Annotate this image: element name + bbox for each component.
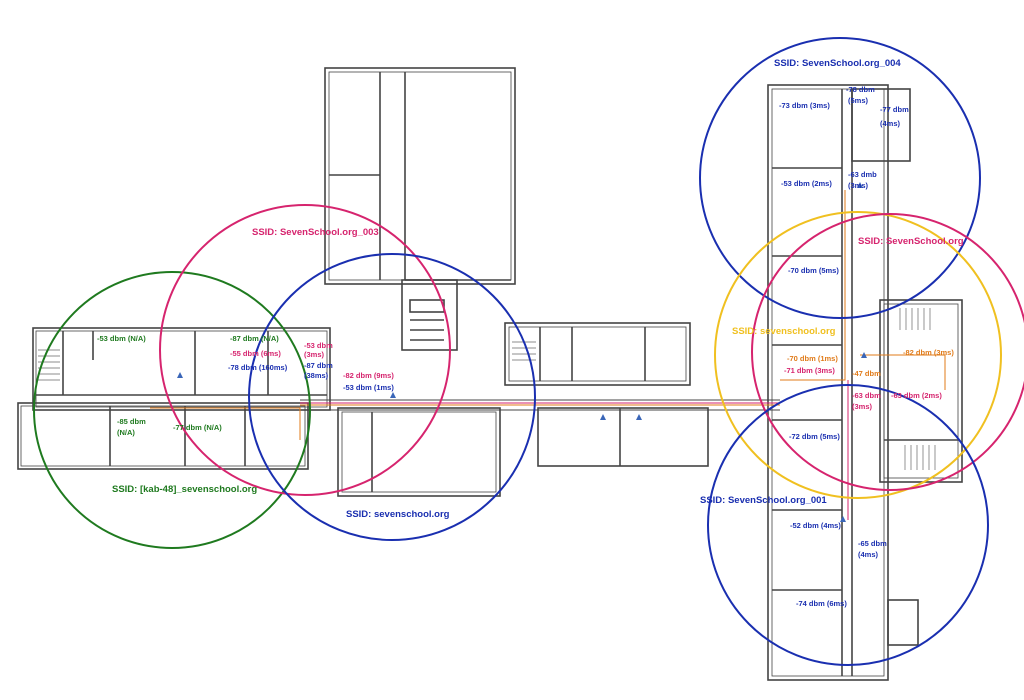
signal-reading: (3ms) <box>304 350 325 359</box>
signal-reading: -87 dbm <box>304 361 333 370</box>
right-wing-east-block <box>879 299 963 483</box>
signal-reading: -71 dbm (3ms) <box>784 366 835 375</box>
central-stair <box>401 279 458 351</box>
signal-reading: -82 dbm (3ms) <box>903 348 954 357</box>
signal-readings: -53 dbm (N/A) -87 dbm (N/A) -55 dbm (6ms… <box>97 85 954 608</box>
signal-reading: -47 dbm <box>852 369 881 378</box>
signal-reading: -53 dbm (N/A) <box>97 334 146 343</box>
signal-reading: -53 dbm (1ms) <box>343 383 394 392</box>
ssid-labels: SSID: [kab-48]_sevenschool.org SSID: Sev… <box>112 58 964 520</box>
signal-reading: -52 dbm (4ms) <box>790 521 841 530</box>
signal-reading: -78 dbm (160ms) <box>228 363 288 372</box>
signal-reading: (5ms) <box>848 96 869 105</box>
access-point-icon <box>600 414 606 420</box>
signal-reading: (4ms) <box>858 550 879 559</box>
signal-reading: -74 dbm (6ms) <box>796 599 847 608</box>
signal-reading: -53 dbm <box>304 341 333 350</box>
signal-reading: -85 dbm <box>117 417 146 426</box>
signal-reading: -72 dbm (5ms) <box>789 432 840 441</box>
right-center-lower <box>537 407 709 467</box>
ssid-label: SSID: SevenSchool.org_001 <box>700 495 827 506</box>
coverage-circle-so004 <box>699 37 981 319</box>
coverage-circle-kab48 <box>33 271 311 549</box>
access-point-icon <box>636 414 642 420</box>
signal-reading: (3ms) <box>848 181 869 190</box>
central-lower-block <box>337 407 501 497</box>
signal-reading: -77 dbm <box>880 105 909 114</box>
signal-reading: -82 dbm (9ms) <box>343 371 394 380</box>
signal-reading: -63 dbm <box>852 391 881 400</box>
signal-reading: -87 dbm (N/A) <box>230 334 279 343</box>
signal-reading: -70 dbm (5ms) <box>788 266 839 275</box>
left-wing-north-block <box>32 327 331 411</box>
coverage-circles <box>33 37 1024 666</box>
coverage-circle-sevenschool-yellow <box>714 211 1002 499</box>
ssid-label: SSID: SevenSchool.org_004 <box>774 58 901 69</box>
access-point-icon <box>390 392 396 398</box>
ssid-label: SSID: SevenSchool.org_003 <box>252 227 379 238</box>
signal-reading: -77 dbm (N/A) <box>173 423 222 432</box>
access-points <box>177 182 867 522</box>
signal-reading: -65 dbm <box>858 539 887 548</box>
central-tower <box>324 67 516 285</box>
ssid-label: SSID: SevenSchool.org <box>858 236 964 247</box>
building-walls <box>17 67 963 681</box>
signal-reading: -63 dmb <box>848 170 877 179</box>
access-point-icon <box>840 516 846 522</box>
ssid-label: SSID: [kab-48]_sevenschool.org <box>112 484 257 495</box>
ssid-label: SSID: sevenschool.org <box>732 326 836 337</box>
access-point-icon <box>861 352 867 358</box>
coverage-circle-so <box>751 213 1024 491</box>
signal-reading: (4ms) <box>880 119 901 128</box>
left-wing-south-block <box>17 402 309 470</box>
signal-reading: (3ms) <box>852 402 873 411</box>
signal-reading: -55 dbm (6ms) <box>230 349 281 358</box>
access-point-icon <box>177 372 183 378</box>
signal-reading: -63 dbm (2ms) <box>891 391 942 400</box>
coverage-circle-so001 <box>707 384 989 666</box>
signal-reading: -70 dbm (1ms) <box>787 354 838 363</box>
right-wing <box>767 84 889 681</box>
ssid-label: SSID: sevenschool.org <box>346 509 450 520</box>
right-center-block <box>504 322 691 386</box>
signal-reading: -78 dbm <box>846 85 875 94</box>
signal-reading: (38ms) <box>304 371 329 380</box>
access-point-icon <box>857 182 863 188</box>
signal-reading: (N/A) <box>117 428 135 437</box>
stair-hatching <box>38 308 936 470</box>
signal-reading: -53 dbm (2ms) <box>781 179 832 188</box>
coverage-circle-so003 <box>159 204 451 496</box>
signal-reading: -73 dbm (3ms) <box>779 101 830 110</box>
coverage-circle-sevenschool <box>248 253 536 541</box>
